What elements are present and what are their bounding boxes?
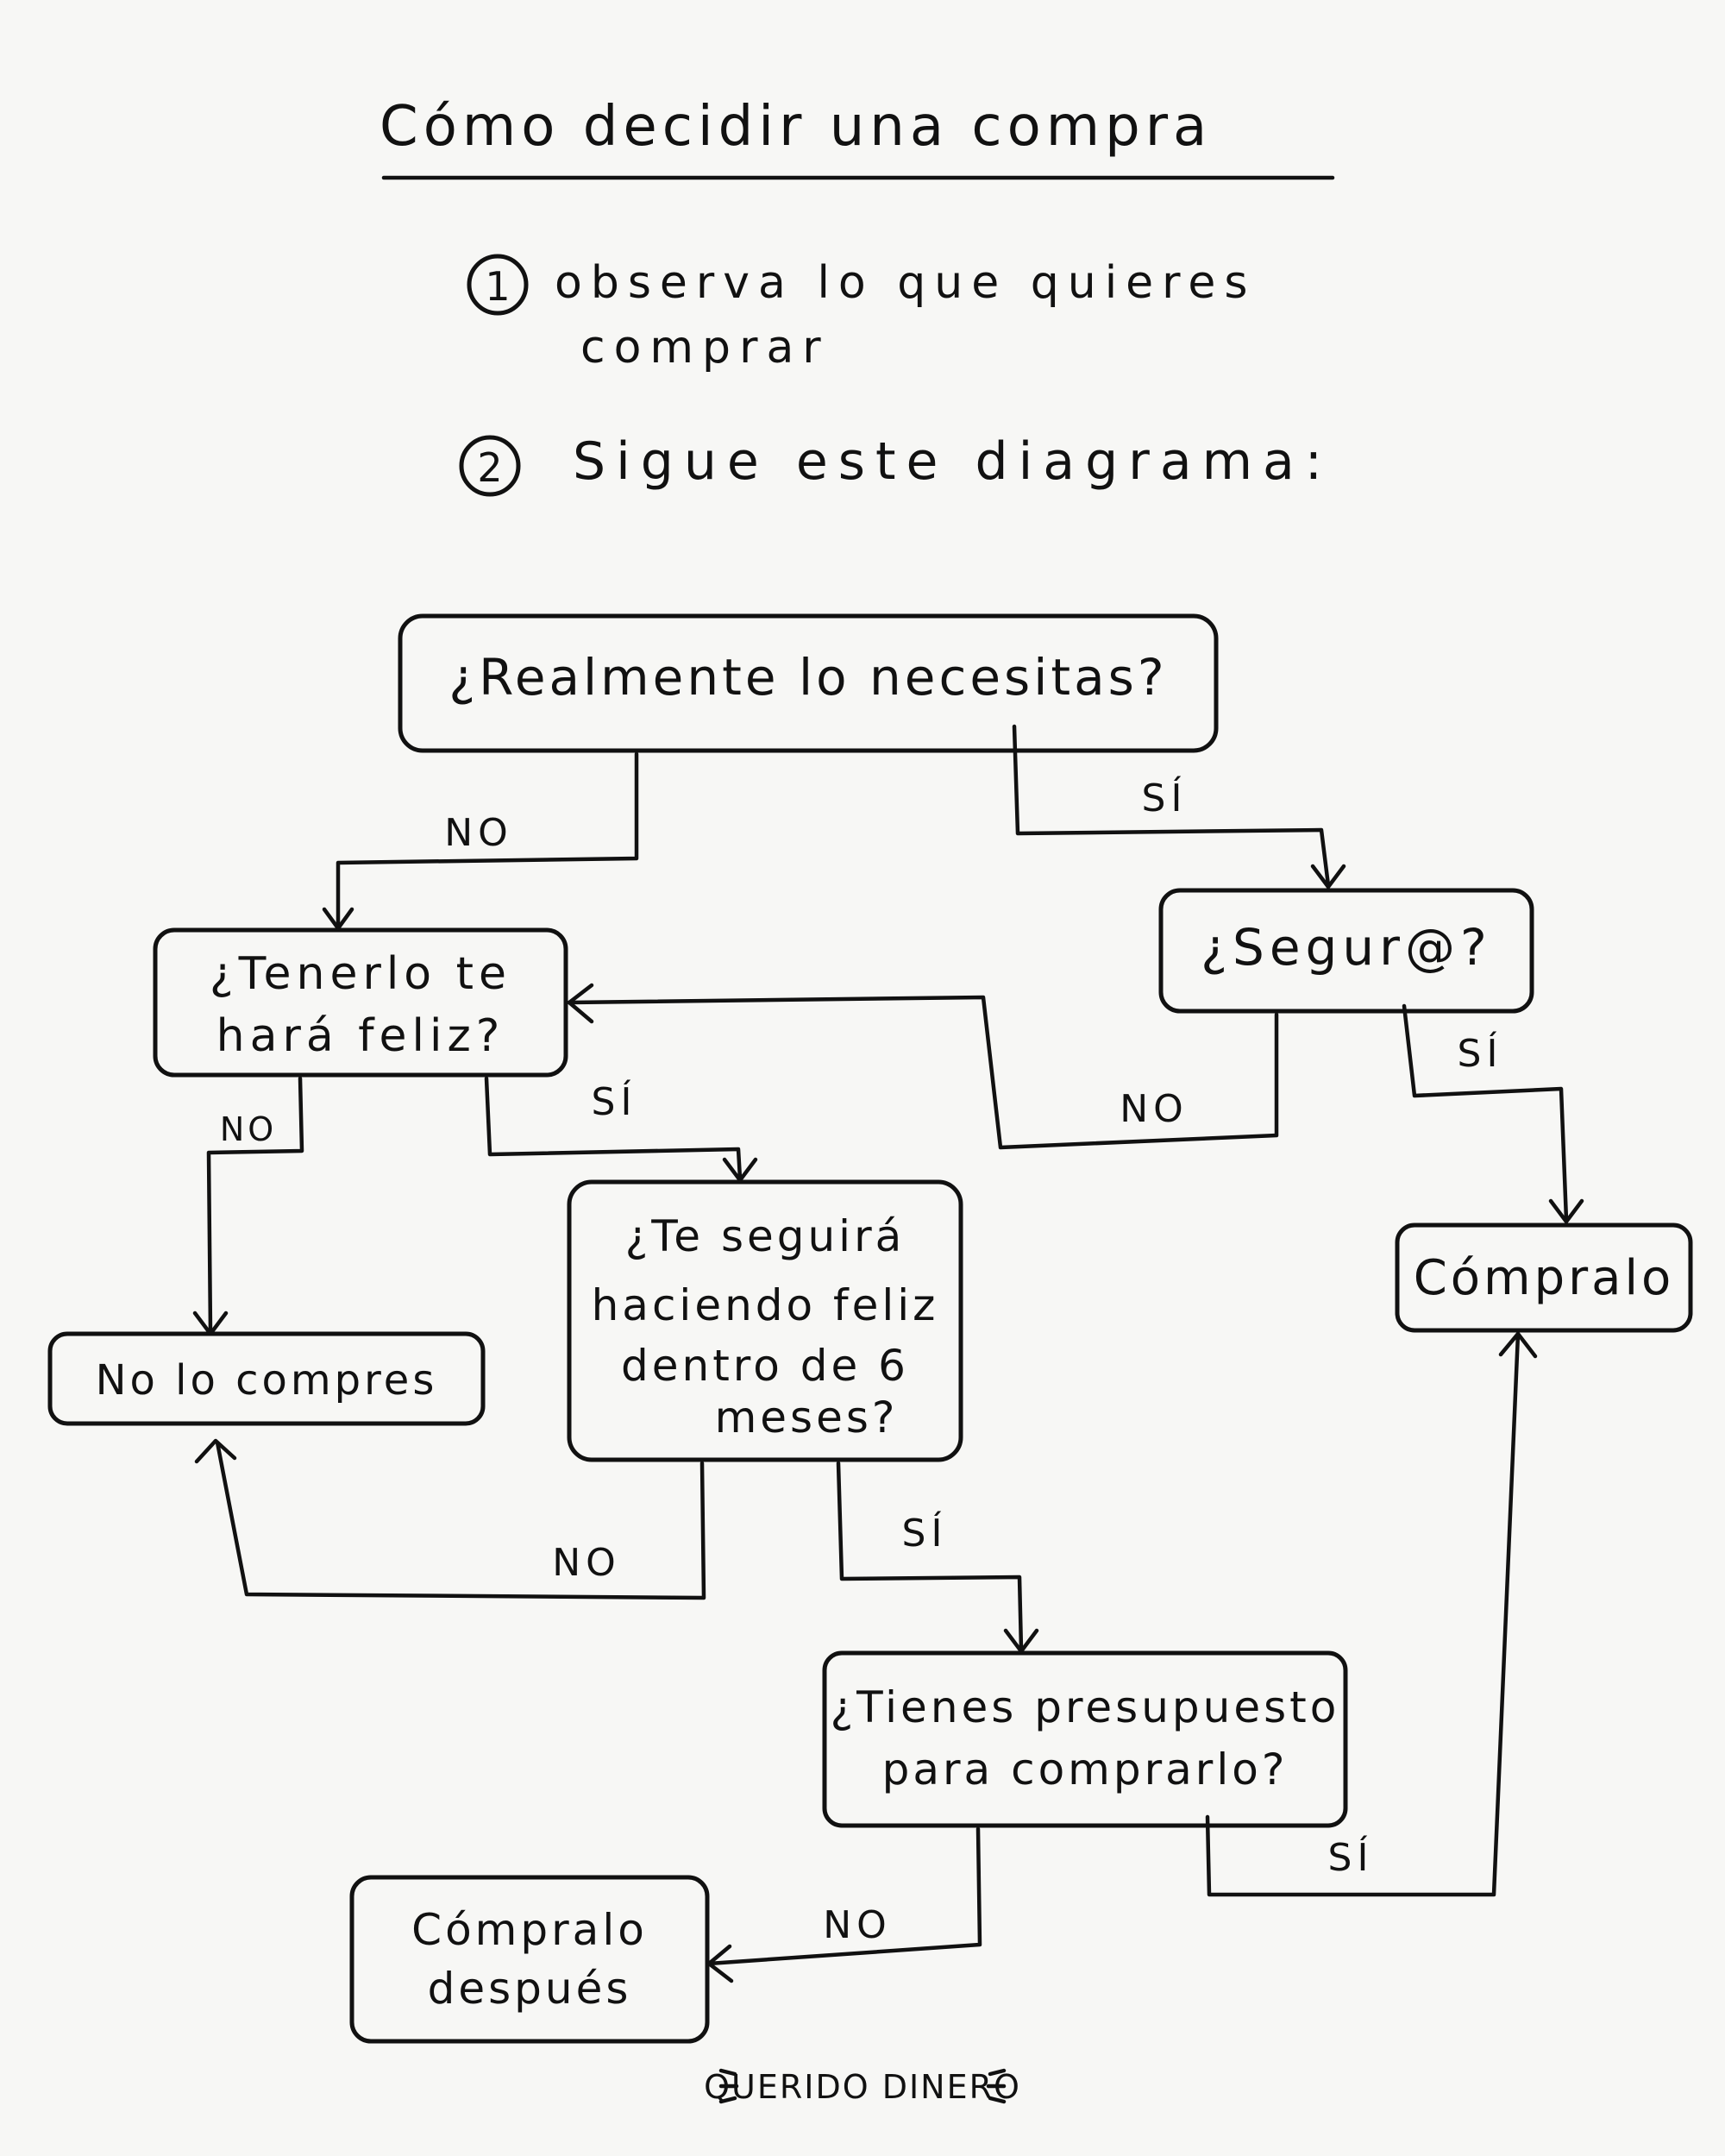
node-realmente-necesitas <box>398 613 1219 753</box>
edge-label-feliz-si: SÍ <box>592 1078 637 1124</box>
edge-feliz-no-arrowhead <box>192 1311 229 1336</box>
node-compralo-despues-line1: Cómpralo <box>411 1905 648 1955</box>
brand-right-sparkle <box>986 2068 1007 2104</box>
node-compralo <box>1395 1223 1693 1333</box>
edge-presupuesto-si-arrowhead <box>1498 1331 1538 1359</box>
step-1-number: 1 <box>485 263 510 310</box>
edge-presupuesto-no <box>706 1826 982 1966</box>
node-seguro-label: ¿Segur@? <box>1201 918 1492 977</box>
step-1-text-line2: comprar <box>580 322 830 374</box>
edge-necesitas-no <box>336 751 639 929</box>
node-presupuesto-line2: para comprarlo? <box>882 1744 1289 1795</box>
edge-presupuesto-no-arrowhead <box>706 1944 734 1983</box>
edge-label-seguro-si: SÍ <box>1458 1030 1503 1076</box>
edge-label-necesitas-no: NO <box>444 811 513 855</box>
node-tenerlo-feliz-line2: hará feliz? <box>216 1010 505 1062</box>
edge-seguro-si <box>1402 1003 1569 1223</box>
edge-label-seis-si: SÍ <box>902 1510 948 1556</box>
edge-feliz-si <box>484 1076 743 1181</box>
edge-seis-si <box>836 1461 1024 1652</box>
step-2-number: 2 <box>477 444 502 491</box>
step-2-text: Sigue este diagrama: <box>573 431 1333 492</box>
edge-label-presupuesto-no: NO <box>823 1903 892 1947</box>
step-1-circle <box>467 254 529 316</box>
step-1-text-line1: observa lo que quieres <box>555 257 1256 309</box>
brand-logo: QUERIDO DINERO <box>704 2068 1021 2106</box>
edge-label-seis-no: NO <box>552 1541 621 1585</box>
edge-seguro-no-arrowhead <box>567 983 594 1024</box>
step-2-circle <box>459 435 521 497</box>
node-seis-meses-line2: haciendo feliz <box>592 1280 939 1330</box>
edge-seguro-no <box>567 995 1279 1150</box>
node-compralo-despues <box>349 1875 710 2044</box>
edge-label-presupuesto-si: SÍ <box>1328 1834 1374 1880</box>
edge-label-feliz-no: NO <box>220 1110 277 1148</box>
edge-presupuesto-si <box>1205 1331 1521 1897</box>
page-title: Cómo decidir una compra <box>380 95 1212 159</box>
node-presupuesto-line1: ¿Tienes presupuesto <box>831 1682 1340 1732</box>
node-seis-meses-line4: meses? <box>715 1392 899 1443</box>
node-compralo-label: Cómpralo <box>1414 1250 1675 1306</box>
edge-seis-no <box>215 1440 706 1600</box>
node-presupuesto <box>822 1650 1348 1828</box>
node-no-lo-compres <box>47 1331 486 1426</box>
edge-feliz-si-arrowhead <box>722 1157 758 1183</box>
edge-feliz-no <box>206 1076 304 1335</box>
edge-necesitas-si-arrowhead <box>1310 864 1346 889</box>
edge-label-necesitas-si: SÍ <box>1142 775 1188 820</box>
node-tenerlo-feliz-line1: ¿Tenerlo te <box>210 948 511 1000</box>
edge-seis-no-arrowhead <box>194 1438 237 1464</box>
node-seis-meses <box>567 1179 963 1462</box>
node-seguro <box>1158 888 1534 1014</box>
node-compralo-despues-line2: después <box>428 1964 632 2014</box>
edge-seis-si-arrowhead <box>1003 1628 1039 1654</box>
node-realmente-necesitas-label: ¿Realmente lo necesitas? <box>448 648 1167 707</box>
node-no-lo-compres-label: No lo compres <box>96 1356 438 1405</box>
edge-label-seguro-no: NO <box>1120 1087 1189 1131</box>
edge-seguro-si-arrowhead <box>1548 1198 1584 1224</box>
brand-left-sparkle <box>718 2068 739 2104</box>
edge-necesitas-si <box>1012 724 1331 888</box>
node-seis-meses-line3: dentro de 6 <box>621 1341 909 1391</box>
edge-necesitas-no-arrowhead <box>322 907 354 931</box>
node-tenerlo-feliz <box>153 927 568 1078</box>
node-seis-meses-line1: ¿Te seguirá <box>625 1211 906 1261</box>
